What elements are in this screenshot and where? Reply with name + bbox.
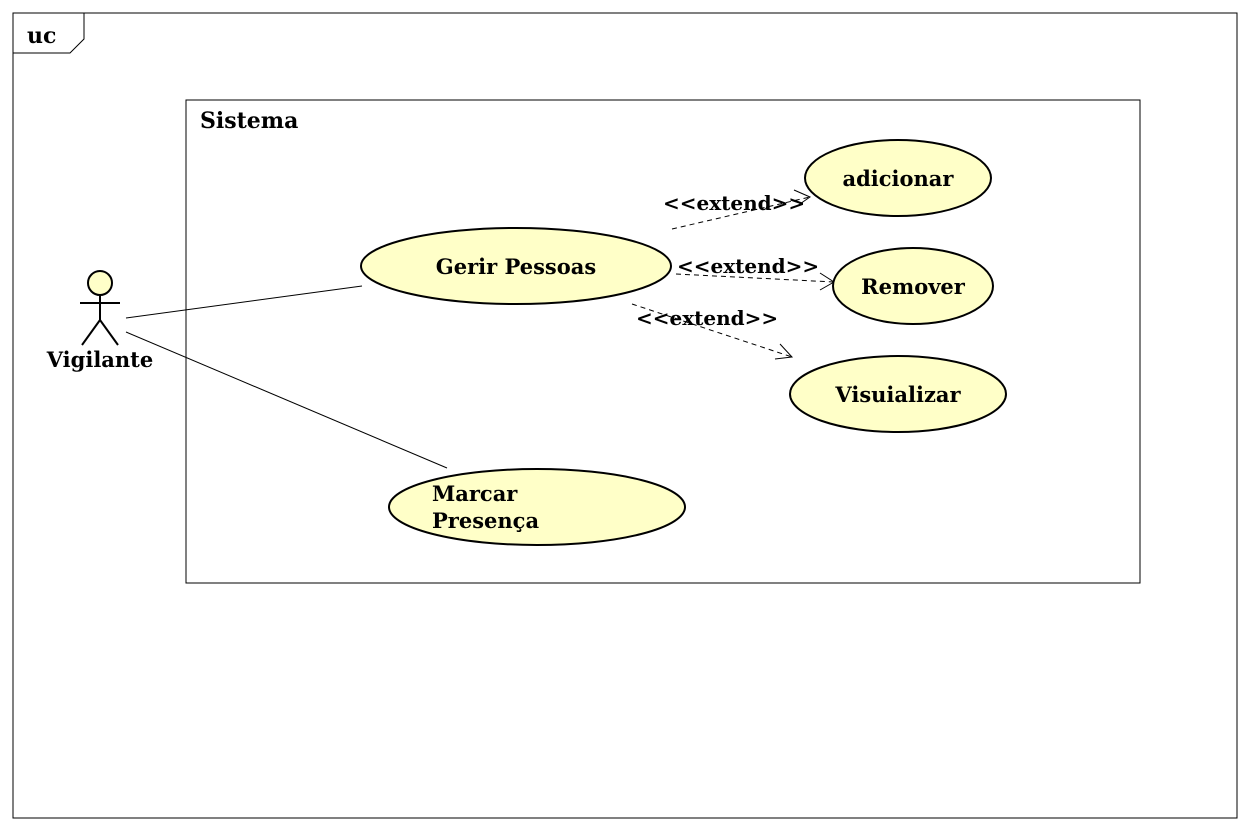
extend-label-remover: <<extend>> <box>677 254 819 278</box>
extend-visualizar <box>631 303 794 360</box>
uc-frame <box>12 12 1238 819</box>
actor-label: Vigilante <box>46 347 153 372</box>
extend-label-visualizar: <<extend>> <box>636 306 778 330</box>
use-case-adicionar-label: adicionar <box>843 166 955 191</box>
system-boundary <box>185 99 1141 584</box>
association-marcar <box>125 331 448 469</box>
use-case-marcar-label-line1: Marcar <box>432 481 518 506</box>
use-case-visualizar[interactable]: Visuializar <box>789 355 1007 433</box>
extend-adicionar <box>671 189 812 230</box>
frame-label: uc <box>27 23 56 49</box>
use-case-remover[interactable]: Remover <box>832 247 994 325</box>
extend-label-adicionar: <<extend>> <box>663 191 805 215</box>
use-case-gerir-pessoas[interactable]: Gerir Pessoas <box>360 227 672 305</box>
system-label: Sistema <box>200 108 298 134</box>
association-gerir <box>125 285 363 319</box>
use-case-marcar-presenca[interactable]: Marcar Presença <box>388 468 686 546</box>
use-case-remover-label: Remover <box>861 274 966 299</box>
uc-frame-tab <box>13 13 85 54</box>
stick-figure-icon <box>80 270 120 346</box>
actor-vigilante[interactable]: Vigilante <box>46 270 153 372</box>
use-case-adicionar[interactable]: adicionar <box>804 139 992 217</box>
use-case-marcar-label-line2: Presença <box>432 508 539 533</box>
use-case-gerir-label: Gerir Pessoas <box>436 254 596 279</box>
use-case-visualizar-label: Visuializar <box>834 382 961 407</box>
